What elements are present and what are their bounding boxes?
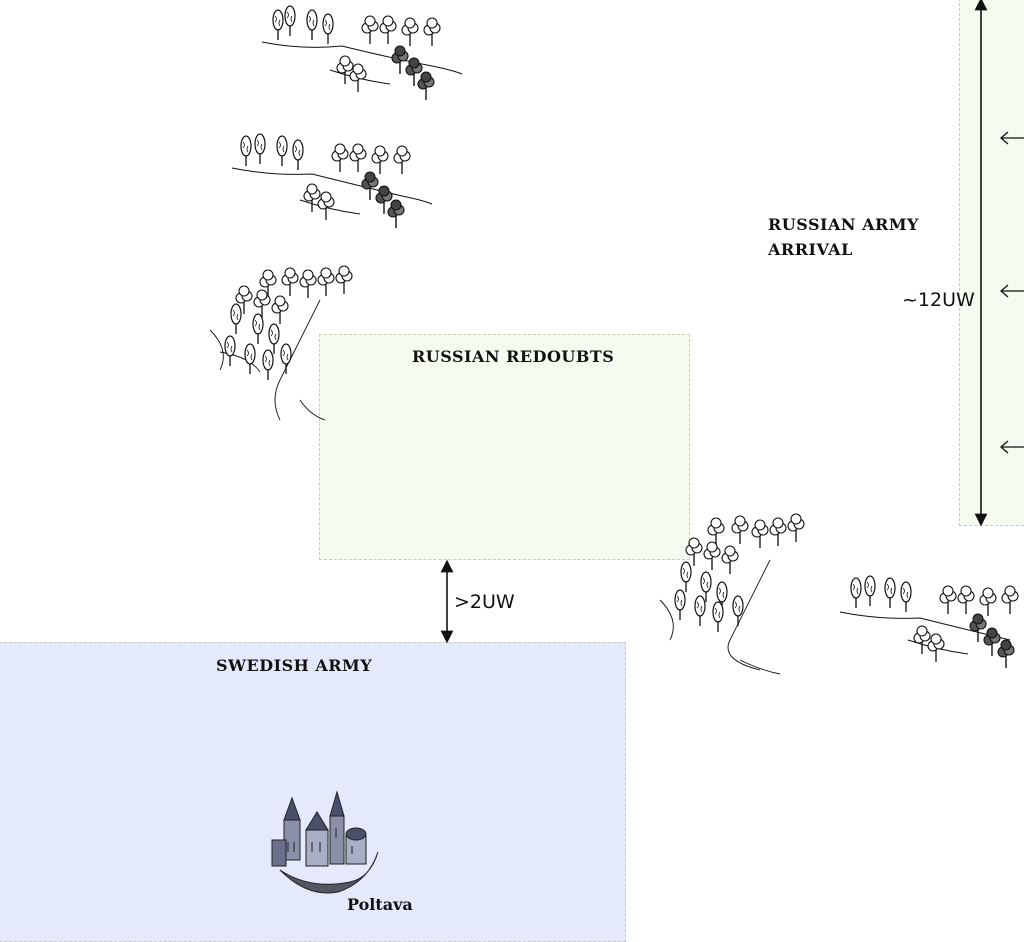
forest-icon (839, 575, 1019, 669)
russian-arrival-zone (959, 0, 1024, 526)
russian-arrival-label-line1: RUSSIAN ARMY (768, 215, 919, 234)
forest-icon (209, 265, 353, 421)
forest-icon (659, 513, 805, 675)
russian-arrival-label-line2: ARRIVAL (768, 240, 853, 259)
swedish-army-label: SWEDISH ARMY (216, 656, 373, 675)
arrival-length-label: ~12UW (902, 289, 975, 311)
gap-measure-label: >2UW (454, 591, 515, 613)
arrival-direction-arrows (1000, 131, 1024, 454)
russian-redoubts-zone (319, 334, 690, 560)
russian-redoubts-label: RUSSIAN REDOUBTS (412, 347, 615, 366)
forest-icon (231, 133, 433, 229)
fortified-town-icon (271, 790, 379, 894)
poltava-label: Poltava (347, 895, 413, 914)
forest-icon (261, 5, 463, 101)
swedish-army-zone (0, 642, 626, 942)
